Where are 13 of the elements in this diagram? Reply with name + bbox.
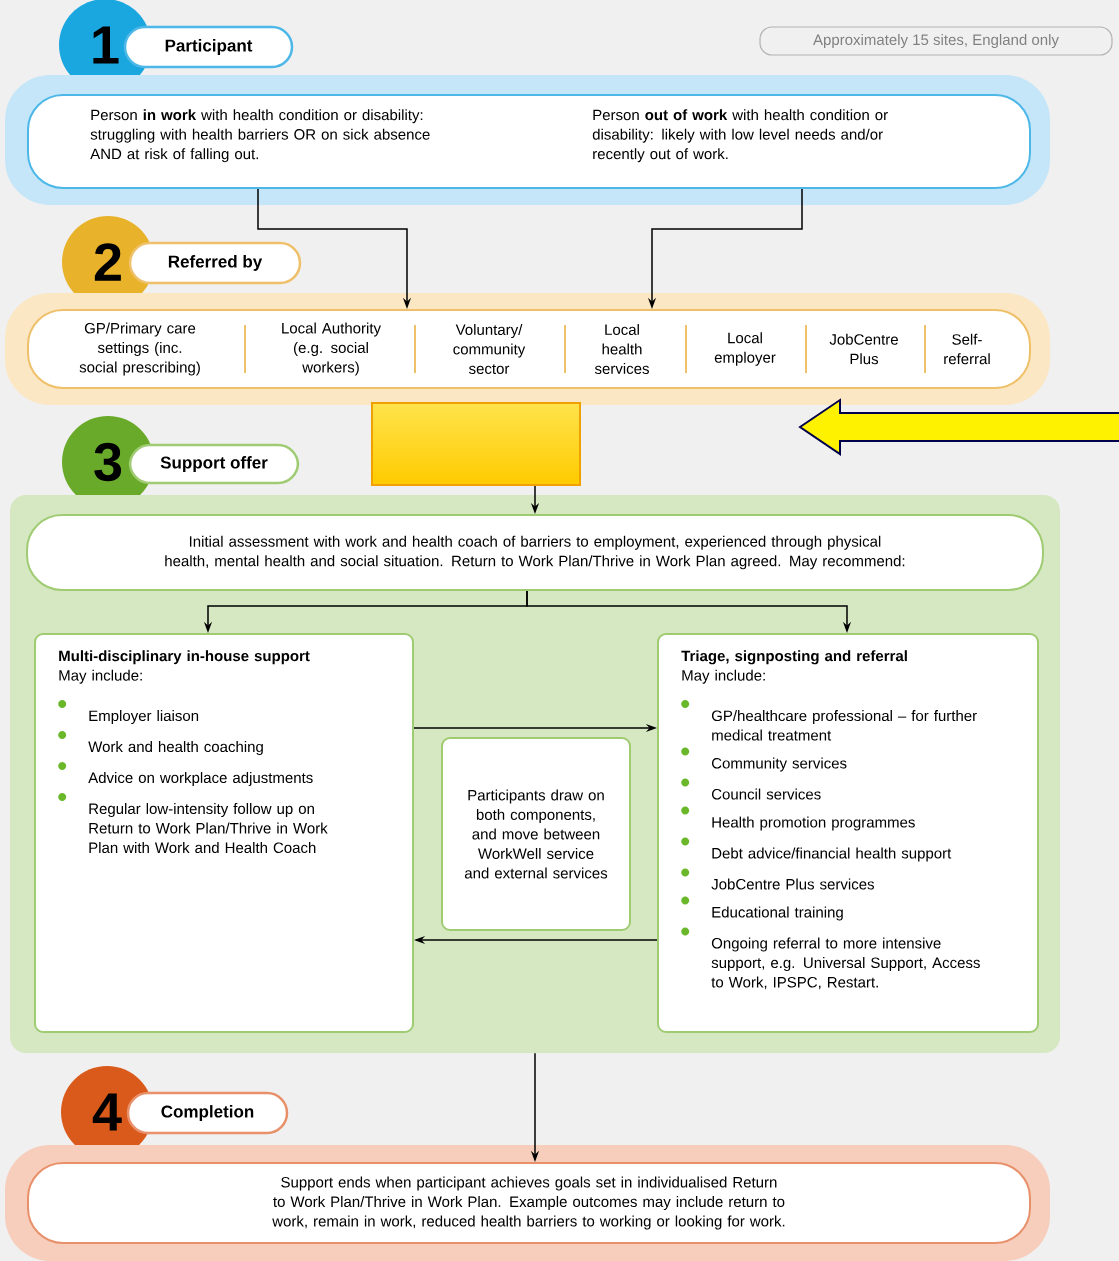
list-box: Multi-disciplinary in-house support May include: Employer liaison Work and health coaching Advice on workplace adjustments Regular low-intensity follow up on Return to Work Plan/Thrive in Work Plan with Work and Health Coach: [34, 633, 414, 1033]
note-pill: Approximately 15 sites, England only: [759, 26, 1113, 56]
completion-box: Support ends when participant achieves goals set in individualised Return to Work Plan/Thrive in Work Plan. Example outcomes may include return to work, remain in work, reduced health barriers to working or looking for work.: [27, 1162, 1031, 1244]
referral-box: GP/Primary care settings (inc. social prescribing) Local Authority (e.g. social workers) Voluntary/ community sector Local health services Local employer JobCentre Plus Self-referral: [27, 309, 1031, 389]
text-box: Person in work with health condition or disability: struggling with health barriers OR on sick absence AND at risk of falling out. Person out of work with health condition or disability: likely with low level needs and/or recently out of work.: [27, 94, 1031, 189]
stage-label: Participant: [123, 25, 294, 69]
stage-label: Referred by: [128, 241, 302, 285]
list-box: Triage, signposting and referral May include: GP/healthcare professional – for further medical treatment Community services Council services Health promotion programmes Debt advice/financial health support JobCentre Plus services Educational training Ongoing referral to more intensive support, e.g. Universal Support, Access to Work, IPSPC, Restart.: [657, 633, 1039, 1033]
stage-label: Completion: [126, 1091, 289, 1135]
assessment-box: Initial assessment with work and health coach of barriers to employment, experienced through physical health, mental health and social situation. Return to Work Plan/Thrive in Work Plan agreed. May recommend:: [26, 514, 1044, 591]
highlight-box: [371, 402, 581, 486]
stage-label: Support offer: [128, 443, 300, 485]
note-box: Participants draw on both components, and move between WorkWell service and external services: [441, 737, 631, 931]
